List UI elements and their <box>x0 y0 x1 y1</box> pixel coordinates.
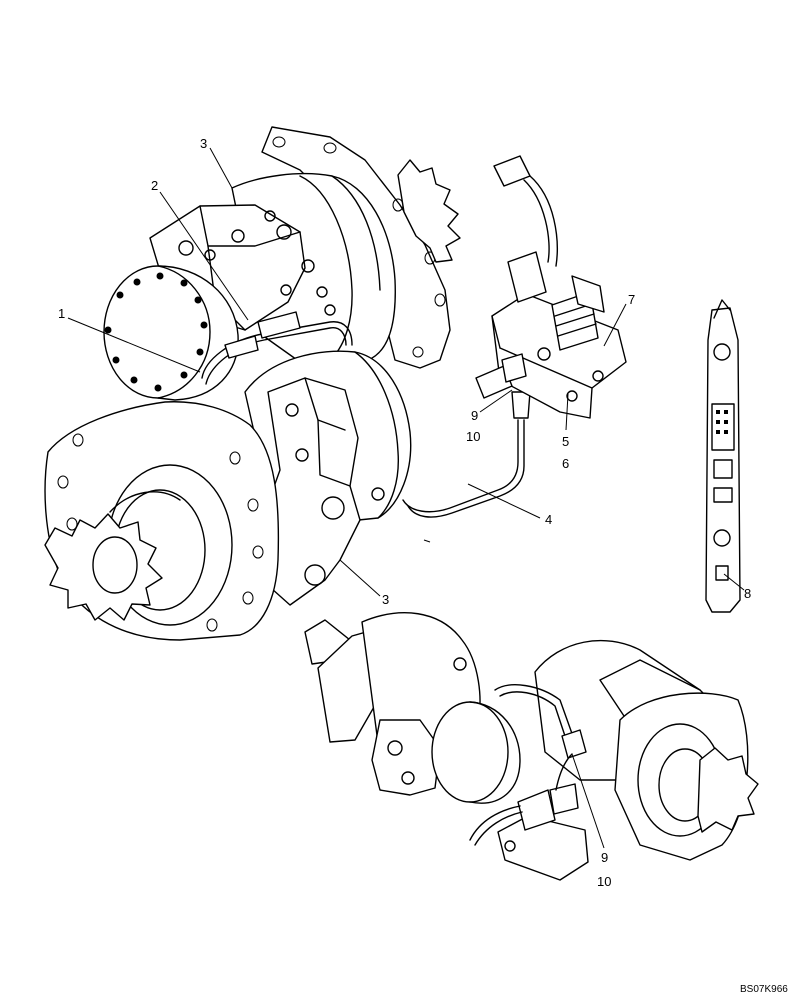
end-cap-bolts <box>104 272 208 392</box>
rear-drive-motor <box>103 126 461 401</box>
callout-9-lower: 9 <box>601 850 608 865</box>
front-flange-bolt-holes <box>57 433 264 632</box>
rear-sprocket <box>397 159 461 263</box>
leader-lines <box>67 147 745 849</box>
callout-7: 7 <box>628 292 635 307</box>
callout-1: 1 <box>58 306 65 321</box>
lower-right-sprocket <box>697 747 759 833</box>
handle-buttons <box>716 410 728 434</box>
lower-assembly-view <box>304 612 759 881</box>
callout-3-upper: 3 <box>200 136 207 151</box>
hydraulic-lines <box>201 311 531 518</box>
callout-6: 6 <box>562 456 569 471</box>
callout-4: 4 <box>545 512 552 527</box>
callout-2: 2 <box>151 178 158 193</box>
callout-8: 8 <box>744 586 751 601</box>
callout-3-lower: 3 <box>382 592 389 607</box>
front-sprocket <box>44 513 163 621</box>
stray-mark <box>423 539 431 543</box>
callout-labels: 1 2 3 3 4 5 6 7 8 9 10 9 10 BS07K966 <box>58 136 788 995</box>
drawing-reference: BS07K966 <box>740 984 788 995</box>
front-drive-motor <box>44 350 412 641</box>
control-handle <box>705 299 741 613</box>
callout-10-lower: 10 <box>597 874 611 889</box>
callout-5: 5 <box>562 434 569 449</box>
callout-10-upper: 10 <box>466 429 480 444</box>
callout-9-upper: 9 <box>471 408 478 423</box>
valve-block <box>475 155 627 419</box>
